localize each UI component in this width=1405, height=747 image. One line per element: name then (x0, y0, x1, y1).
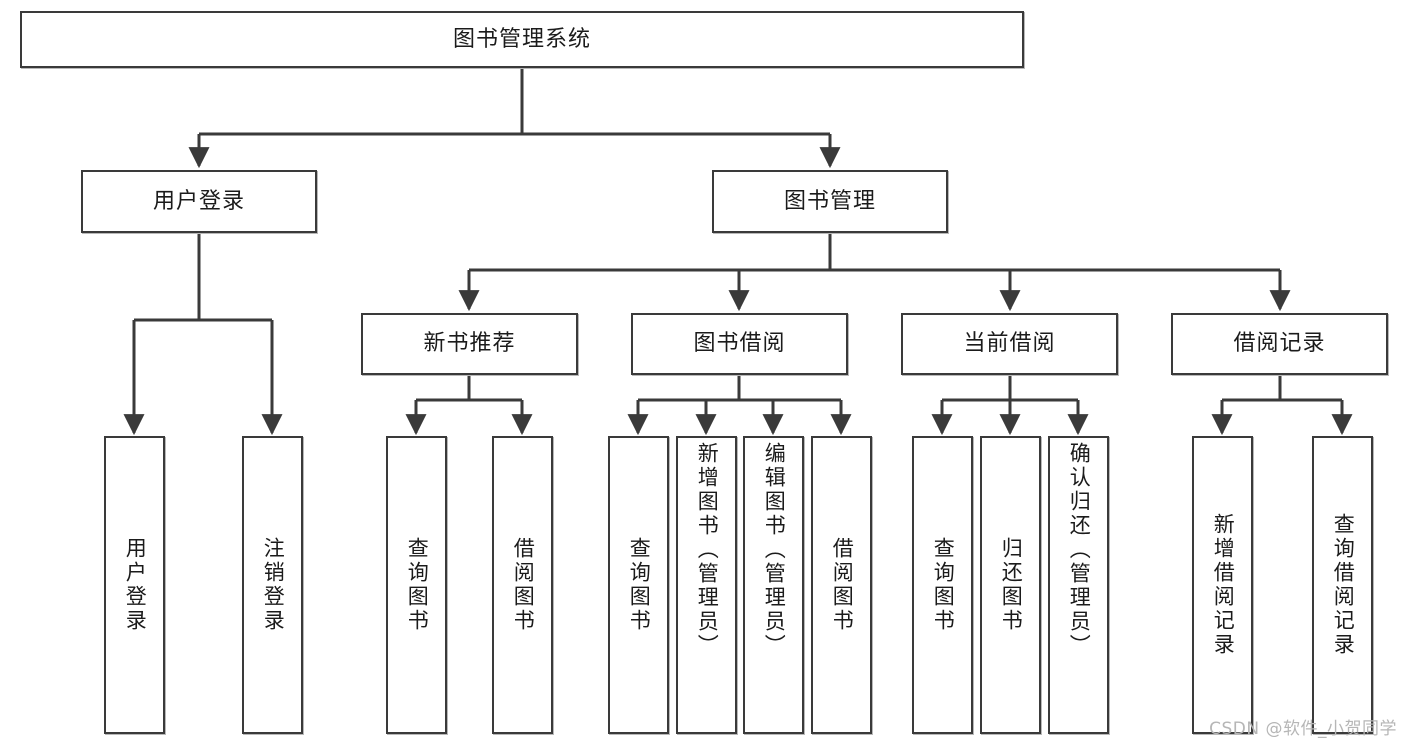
leaf-add-borrow-record[interactable]: 新增借阅记录 (1192, 436, 1253, 734)
node-book-borrow[interactable]: 图书借阅 (631, 313, 848, 375)
leaf-query-book-current[interactable]: 查询图书 (912, 436, 973, 734)
node-user-login[interactable]: 用户登录 (81, 170, 317, 233)
node-label: 编辑图书（管理员） (762, 442, 787, 658)
node-current-borrow[interactable]: 当前借阅 (901, 313, 1118, 375)
node-label: 图书管理 (783, 188, 876, 214)
node-label: 查询图书 (931, 537, 956, 633)
node-label: 归还图书 (999, 537, 1024, 633)
leaf-confirm-return-admin[interactable]: 确认归还（管理员） (1048, 436, 1109, 734)
node-label: 借阅图书 (830, 537, 855, 633)
leaf-edit-book-admin[interactable]: 编辑图书（管理员） (743, 436, 804, 734)
node-label: 图书管理系统 (452, 26, 591, 52)
leaf-query-borrow-record[interactable]: 查询借阅记录 (1312, 436, 1373, 734)
node-book-management[interactable]: 图书管理 (712, 170, 948, 233)
node-label: 查询图书 (627, 537, 652, 633)
node-label: 用户登录 (152, 188, 245, 214)
leaf-borrow-book-recommend[interactable]: 借阅图书 (492, 436, 553, 734)
node-label: 查询借阅记录 (1331, 513, 1356, 657)
leaf-logout[interactable]: 注销登录 (242, 436, 303, 734)
node-label: 新增图书（管理员） (695, 442, 720, 658)
node-label: 借阅图书 (511, 537, 536, 633)
node-label: 查询图书 (405, 537, 430, 633)
node-label: 当前借阅 (963, 331, 1056, 357)
node-label: 用户登录 (123, 537, 148, 633)
leaf-user-login[interactable]: 用户登录 (104, 436, 165, 734)
node-new-book-recommend[interactable]: 新书推荐 (361, 313, 578, 375)
node-label: 借阅记录 (1233, 331, 1326, 357)
leaf-return-book[interactable]: 归还图书 (980, 436, 1041, 734)
node-label: 注销登录 (261, 537, 286, 633)
leaf-query-book-borrow[interactable]: 查询图书 (608, 436, 669, 734)
leaf-add-book-admin[interactable]: 新增图书（管理员） (676, 436, 737, 734)
node-root-system[interactable]: 图书管理系统 (20, 11, 1024, 68)
node-label: 确认归还（管理员） (1067, 442, 1092, 658)
leaf-borrow-book[interactable]: 借阅图书 (811, 436, 872, 734)
leaf-query-book-recommend[interactable]: 查询图书 (386, 436, 447, 734)
watermark-text: CSDN @软件_小贺同学 (1209, 719, 1397, 739)
node-label: 新书推荐 (423, 331, 516, 357)
node-label: 新增借阅记录 (1211, 513, 1236, 657)
node-borrow-record[interactable]: 借阅记录 (1171, 313, 1388, 375)
node-label: 图书借阅 (693, 331, 786, 357)
